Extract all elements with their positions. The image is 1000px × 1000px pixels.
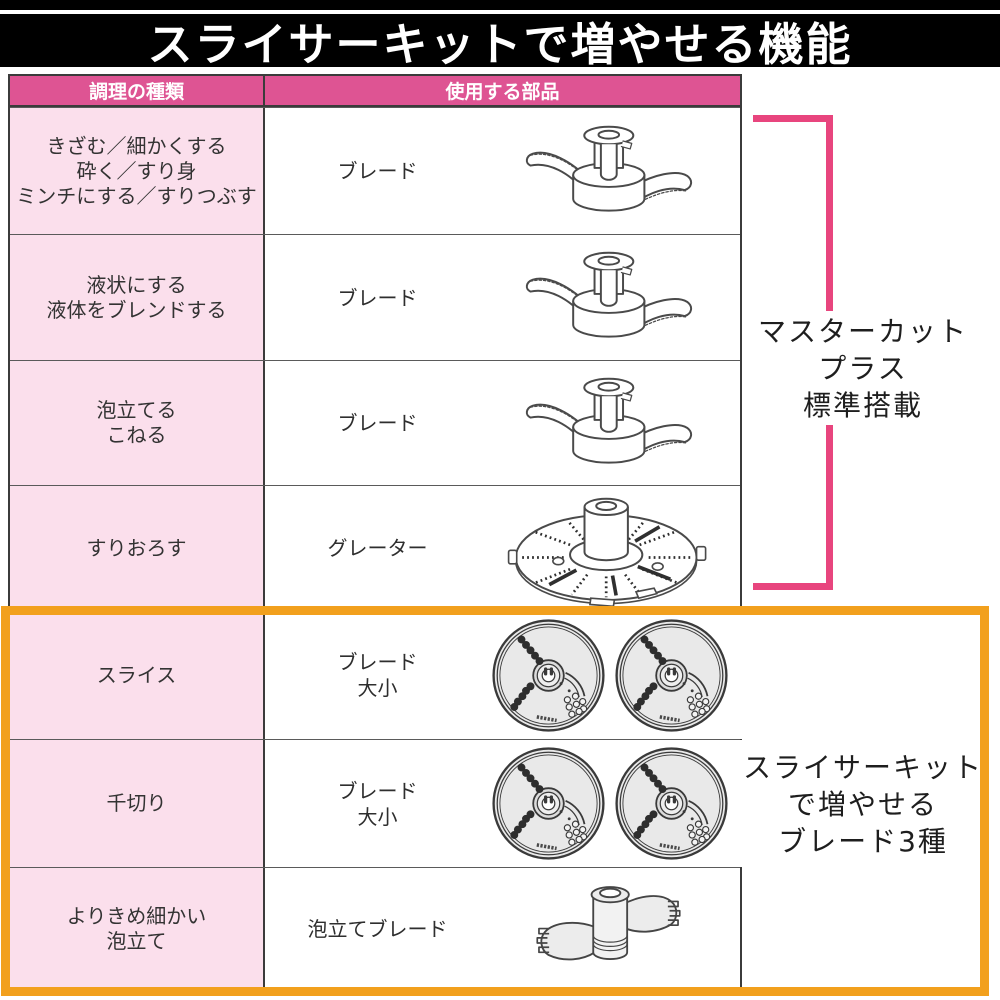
blade-icon bbox=[490, 374, 740, 473]
column-header-cooking-type: 調理の種類 bbox=[10, 76, 265, 105]
part-name-line: ブレード bbox=[337, 159, 418, 183]
part-name: ブレード bbox=[265, 285, 490, 311]
table-row: よりきめ細かい 泡立て 泡立てブレード bbox=[10, 867, 740, 990]
column-header-parts: 使用する部品 bbox=[265, 76, 740, 105]
cooking-type-cell: スライス bbox=[10, 611, 265, 739]
blade-icon bbox=[517, 122, 699, 221]
grater-disc-icon bbox=[490, 487, 740, 609]
table-row: きざむ／細かくする 砕く／すり身 ミンチにする／すりつぶす ブレード bbox=[10, 107, 740, 234]
part-cell: 泡立てブレード bbox=[265, 868, 740, 990]
cooking-type-line: 液状にする bbox=[86, 272, 187, 297]
part-name: ブレード 大小 bbox=[265, 649, 490, 701]
blade-icon bbox=[517, 374, 699, 473]
part-name: ブレード bbox=[265, 410, 490, 436]
cooking-type-line: 液体をブレンドする bbox=[46, 297, 227, 322]
blade-icon bbox=[517, 248, 699, 347]
part-cell: グレーター bbox=[265, 486, 740, 610]
slicer-disc-pair-icon bbox=[490, 617, 744, 734]
part-name-line: ブレード bbox=[337, 650, 418, 674]
table-row: 千切り ブレード 大小 bbox=[10, 739, 744, 867]
part-cell: ブレード bbox=[265, 361, 740, 485]
blade-icon bbox=[490, 248, 740, 347]
part-name-line: 泡立てブレード bbox=[307, 917, 448, 941]
cooking-type-line: よりきめ細かい bbox=[66, 904, 207, 928]
part-name-line: 大小 bbox=[357, 804, 398, 829]
master-cut-bracket-vertical bbox=[826, 425, 833, 590]
page-title: スライサーキットで増やせる機能 bbox=[147, 18, 853, 71]
cooking-type-line: こねる bbox=[106, 423, 167, 447]
cooking-type-line: スライス bbox=[96, 662, 177, 687]
slicer-kit-note: スライサーキット で増やせる ブレード3種 bbox=[740, 749, 986, 861]
part-name-line: 大小 bbox=[357, 676, 398, 700]
cooking-type-line: 泡立て bbox=[106, 929, 167, 953]
cooking-type-line: 泡立てる bbox=[96, 398, 177, 422]
note-line: プラス bbox=[818, 352, 908, 386]
master-cut-bracket-bottom bbox=[753, 583, 833, 590]
slicer-disc-large-icon bbox=[490, 617, 607, 734]
part-cell: ブレード bbox=[265, 108, 740, 234]
part-name-line: グレーター bbox=[327, 536, 428, 560]
blade-icon bbox=[490, 122, 740, 221]
slicer-disc-small-icon bbox=[613, 617, 730, 734]
note-line: マスターカット bbox=[757, 315, 968, 348]
top-black-strip bbox=[0, 0, 1000, 10]
function-table: 調理の種類 使用する部品 きざむ／細かくする 砕く／すり身 ミンチにする／すりつ… bbox=[8, 74, 744, 992]
table-row: スライス ブレード 大小 bbox=[10, 610, 744, 739]
cooking-type-cell: きざむ／細かくする 砕く／すり身 ミンチにする／すりつぶす bbox=[10, 108, 265, 234]
master-cut-bracket-top bbox=[753, 115, 833, 122]
part-cell: ブレード 大小 bbox=[265, 740, 744, 867]
table-header-row: 調理の種類 使用する部品 bbox=[10, 76, 740, 107]
table-row: すりおろす グレーター bbox=[10, 485, 740, 610]
part-name-line: ブレード bbox=[337, 285, 418, 310]
slicer-disc-pair-icon bbox=[490, 745, 744, 862]
part-name: ブレード 大小 bbox=[265, 778, 490, 830]
slicer-disc-large-icon bbox=[490, 745, 607, 862]
note-line: 標準搭載 bbox=[802, 389, 923, 423]
part-cell: ブレード 大小 bbox=[265, 611, 744, 739]
cooking-type-cell: 千切り bbox=[10, 740, 265, 867]
cooking-type-cell: すりおろす bbox=[10, 486, 265, 610]
cooking-type-cell: 液状にする 液体をブレンドする bbox=[10, 235, 265, 360]
cooking-type-line: ミンチにする／すりつぶす bbox=[16, 183, 257, 208]
cooking-type-line: きざむ／細かくする bbox=[46, 133, 227, 158]
part-name: ブレード bbox=[265, 158, 490, 184]
whisk-blade-icon bbox=[490, 876, 740, 982]
table-row: 液状にする 液体をブレンドする ブレード bbox=[10, 234, 740, 360]
cooking-type-cell: よりきめ細かい 泡立て bbox=[10, 868, 265, 990]
title-bar: スライサーキットで増やせる機能 bbox=[0, 14, 1000, 71]
note-line: ブレード3種 bbox=[778, 825, 948, 859]
whisk-blade-icon bbox=[532, 876, 685, 982]
cooking-type-line: すりおろす bbox=[86, 535, 187, 560]
part-cell: ブレード bbox=[265, 235, 740, 360]
part-name: 泡立てブレード bbox=[265, 916, 490, 942]
note-line: で増やせる bbox=[787, 788, 938, 822]
grater-disc-icon bbox=[504, 487, 712, 609]
part-name-line: ブレード bbox=[337, 411, 418, 435]
cooking-type-cell: 泡立てる こねる bbox=[10, 361, 265, 485]
cooking-type-line: 砕く／すり身 bbox=[76, 158, 197, 183]
part-name: グレーター bbox=[265, 535, 490, 561]
slicer-disc-small-icon bbox=[613, 745, 730, 862]
part-name-line: ブレード bbox=[337, 778, 418, 803]
master-cut-bracket-vertical bbox=[826, 115, 833, 311]
note-line: スライサーキット bbox=[742, 751, 983, 784]
master-cut-note: マスターカット プラス 標準搭載 bbox=[743, 313, 983, 425]
table-row: 泡立てる こねる ブレード bbox=[10, 360, 740, 485]
cooking-type-line: 千切り bbox=[106, 791, 167, 815]
